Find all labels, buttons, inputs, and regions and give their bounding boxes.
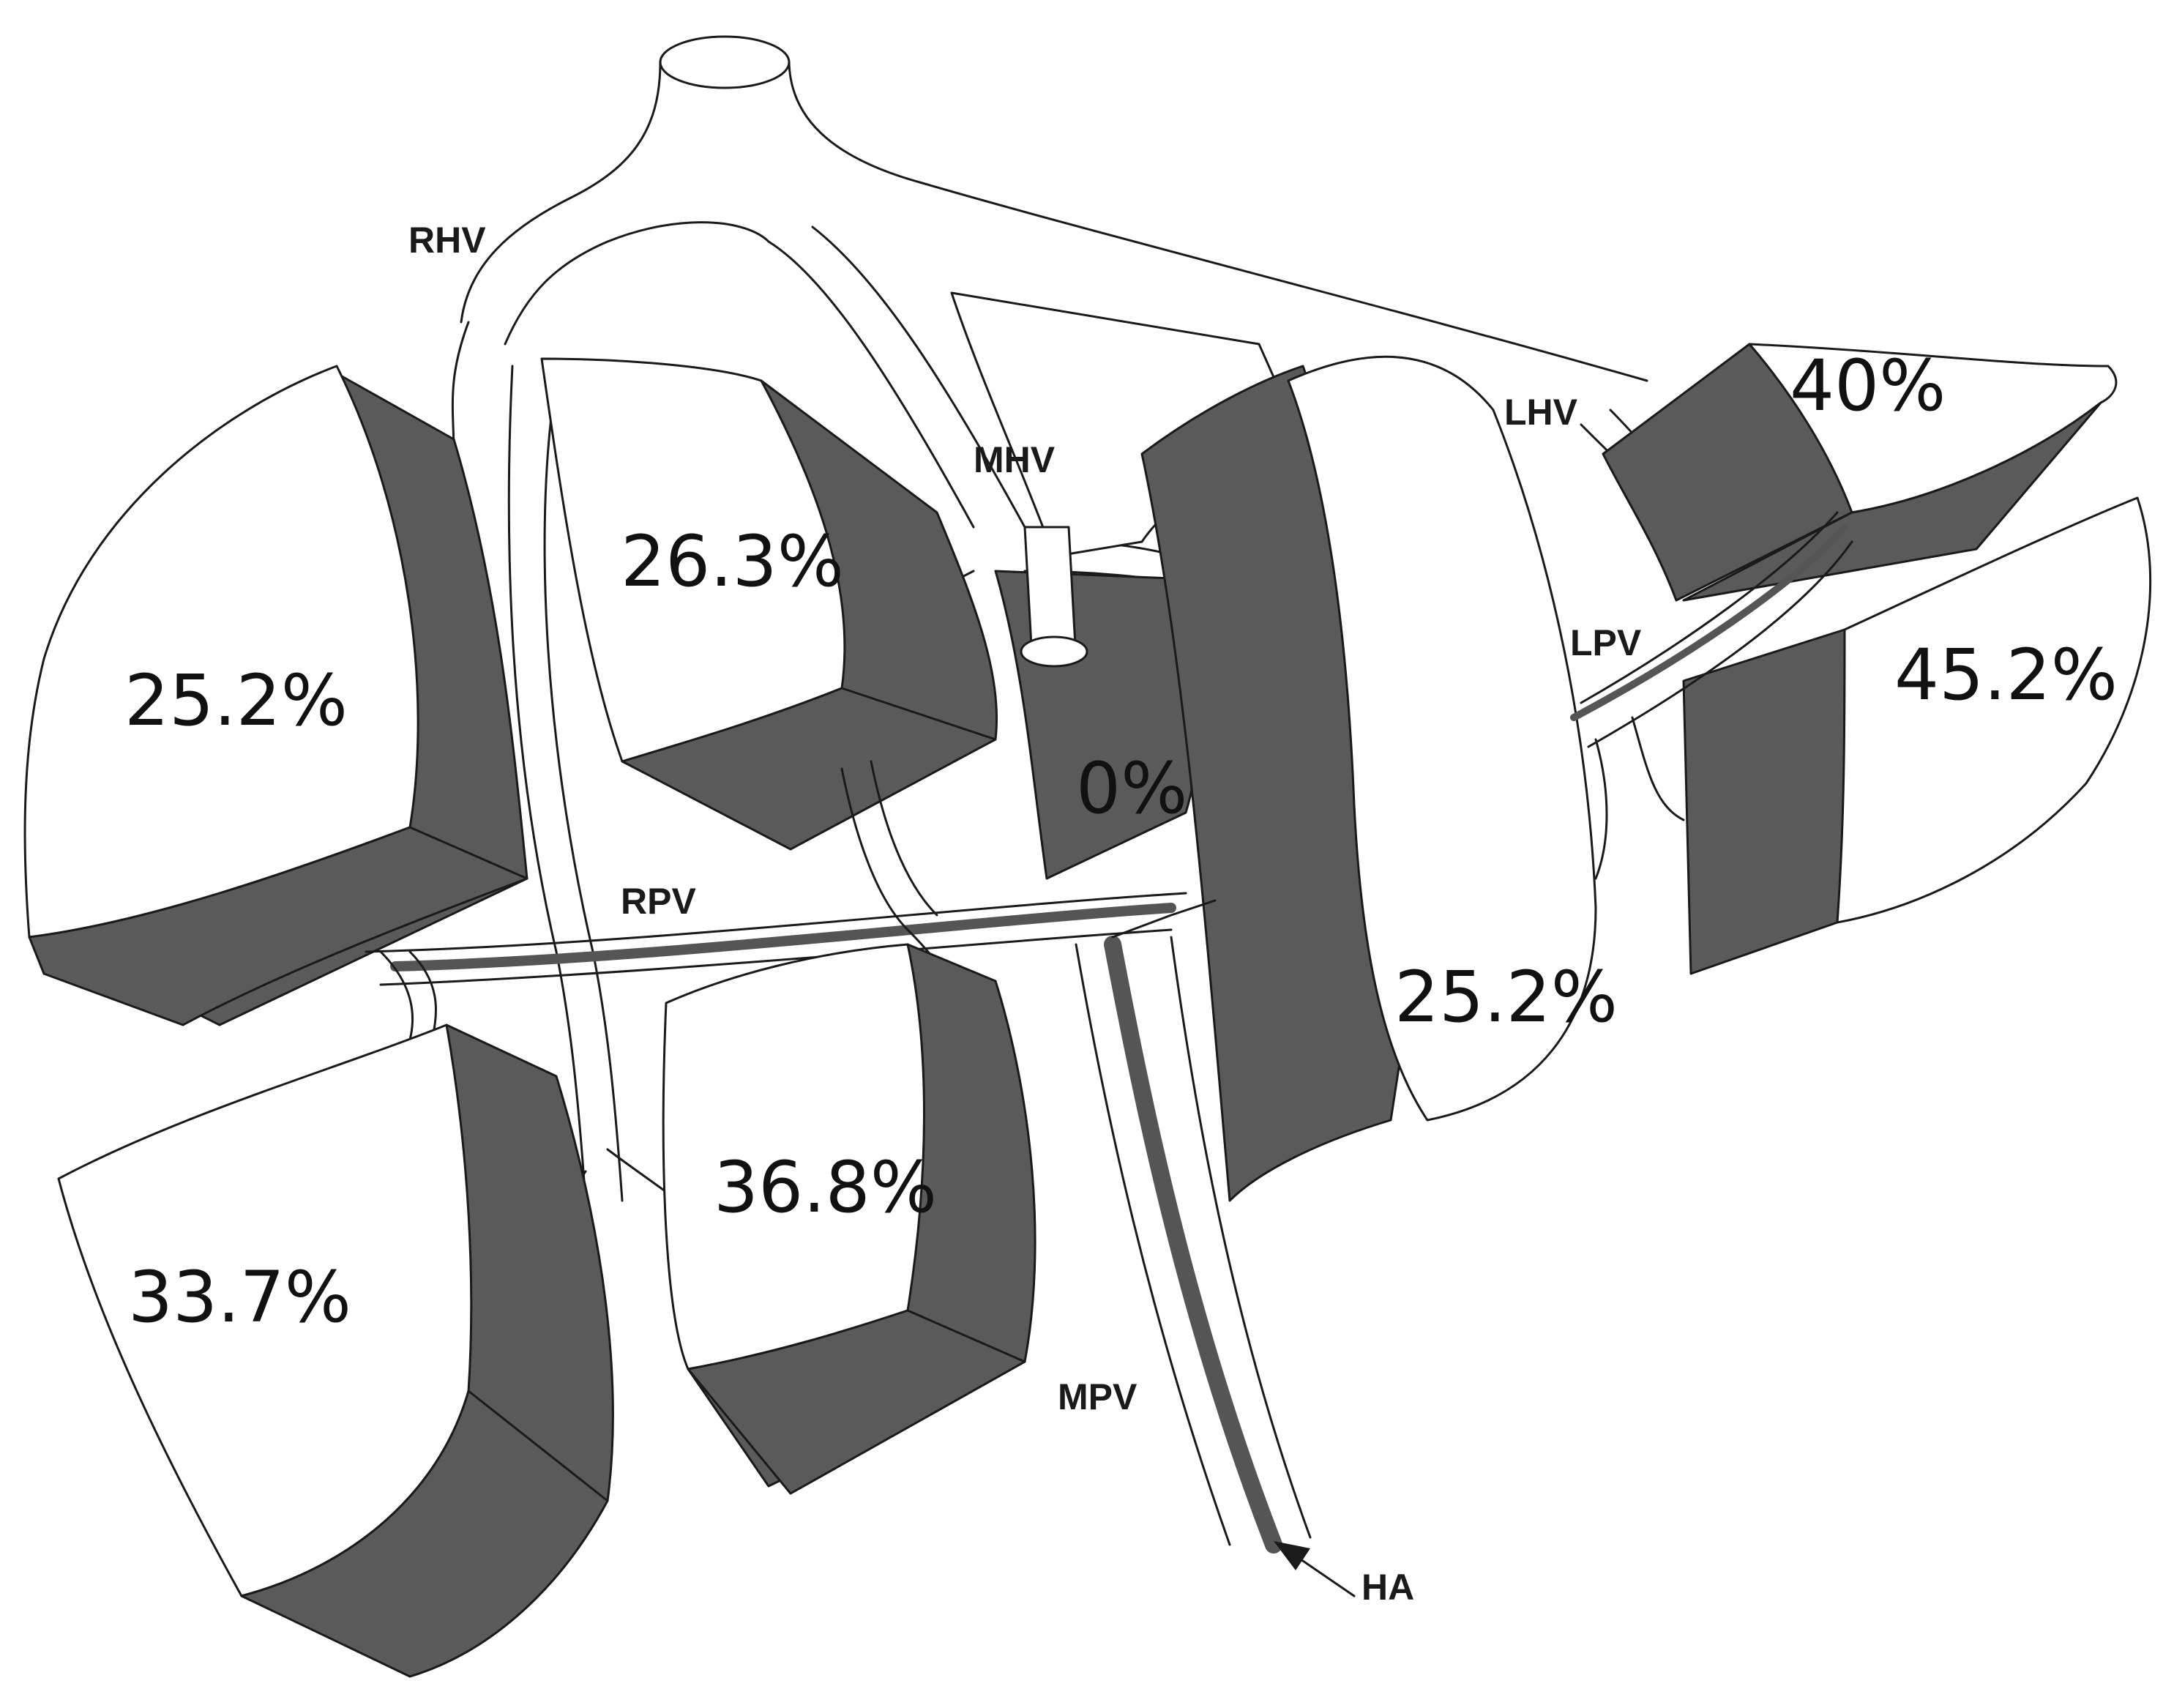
label-rhv: RHV [408, 220, 486, 261]
segment-right-anterior-upper: 26.3% [540, 357, 998, 851]
segment-caudate: 0% [994, 526, 1200, 880]
segment-right-lower: 33.7% [57, 1023, 614, 1678]
label-ha: HA [1361, 1567, 1414, 1608]
label-rpv: RPV [621, 881, 696, 922]
right-portal-vein [365, 760, 1187, 1041]
segment-right-anterior-upper-label: 26.3% [621, 521, 844, 603]
segment-right-upper-label: 25.2% [124, 660, 348, 742]
label-mhv: MHV [974, 439, 1056, 480]
vessel-labels: RHV MHV LHV LPV RPV MPV HA [408, 220, 1642, 1608]
segment-medial: 25.2% [1140, 355, 1618, 1202]
label-mpv: MPV [1058, 1376, 1138, 1417]
segment-right-upper: 25.2% [23, 365, 528, 1026]
main-portal-vein [1075, 899, 1312, 1554]
segment-right-lower-label: 33.7% [128, 1256, 351, 1338]
segment-left-lateral-lower: 45.2% [1682, 496, 2152, 975]
segment-left-lateral-lower-label: 45.2% [1894, 634, 2118, 716]
segment-right-anterior-lower-label: 36.8% [714, 1146, 937, 1228]
segment-left-lateral-upper: 40% [1602, 343, 2118, 602]
label-lpv: LPV [1570, 622, 1642, 663]
segment-left-lateral-upper-label: 40% [1790, 345, 1946, 427]
left-portal-vein [1570, 511, 1853, 880]
segment-caudate-label: 0% [1076, 747, 1187, 829]
segment-right-anterior-lower: 36.8% [662, 943, 1036, 1495]
label-lhv: LHV [1504, 392, 1578, 433]
segment-medial-label: 25.2% [1394, 956, 1618, 1038]
ha-arrow [1274, 1541, 1356, 1597]
